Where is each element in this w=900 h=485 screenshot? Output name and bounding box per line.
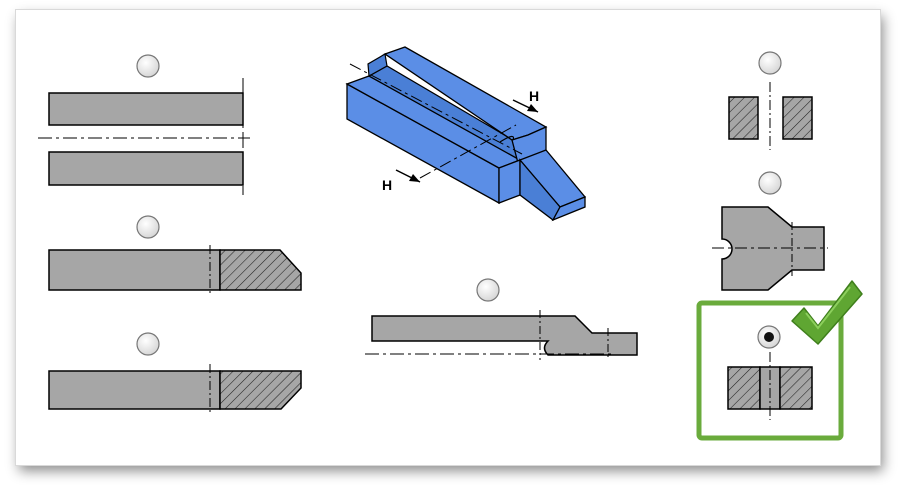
option-1-lower-bar <box>48 151 244 186</box>
option-6[interactable] <box>712 171 828 291</box>
option-3-hatched-tip <box>219 370 302 410</box>
option-4-radio[interactable] <box>476 278 500 302</box>
correct-answer-highlight <box>696 300 844 441</box>
option-1[interactable] <box>38 54 250 195</box>
option-6-profile <box>721 206 825 291</box>
option-2[interactable] <box>48 215 302 294</box>
option-5-left-section <box>728 96 759 140</box>
option-4[interactable] <box>365 278 638 360</box>
option-7-left-section <box>727 366 761 410</box>
option-5[interactable] <box>728 51 813 150</box>
reference-isometric-view <box>345 46 587 222</box>
option-3[interactable] <box>48 332 302 413</box>
option-2-radio[interactable] <box>136 215 160 239</box>
option-1-upper-bar <box>48 92 244 126</box>
option-5-radio[interactable] <box>758 51 782 75</box>
option-3-body <box>48 370 221 410</box>
option-4-profile <box>371 315 638 356</box>
option-6-radio[interactable] <box>758 171 782 195</box>
option-7-radio-dot <box>764 332 774 342</box>
checkmark-icon <box>791 280 863 345</box>
option-3-radio[interactable] <box>136 332 160 356</box>
section-label-h-lower: H <box>382 177 392 193</box>
option-5-right-section <box>782 96 813 140</box>
option-2-hatched-tip <box>219 249 302 291</box>
section-label-h-upper: H <box>529 88 539 104</box>
option-1-radio[interactable] <box>136 54 160 78</box>
option-7-right-section <box>779 366 813 410</box>
option-7[interactable] <box>696 300 844 441</box>
option-2-body <box>48 249 221 291</box>
